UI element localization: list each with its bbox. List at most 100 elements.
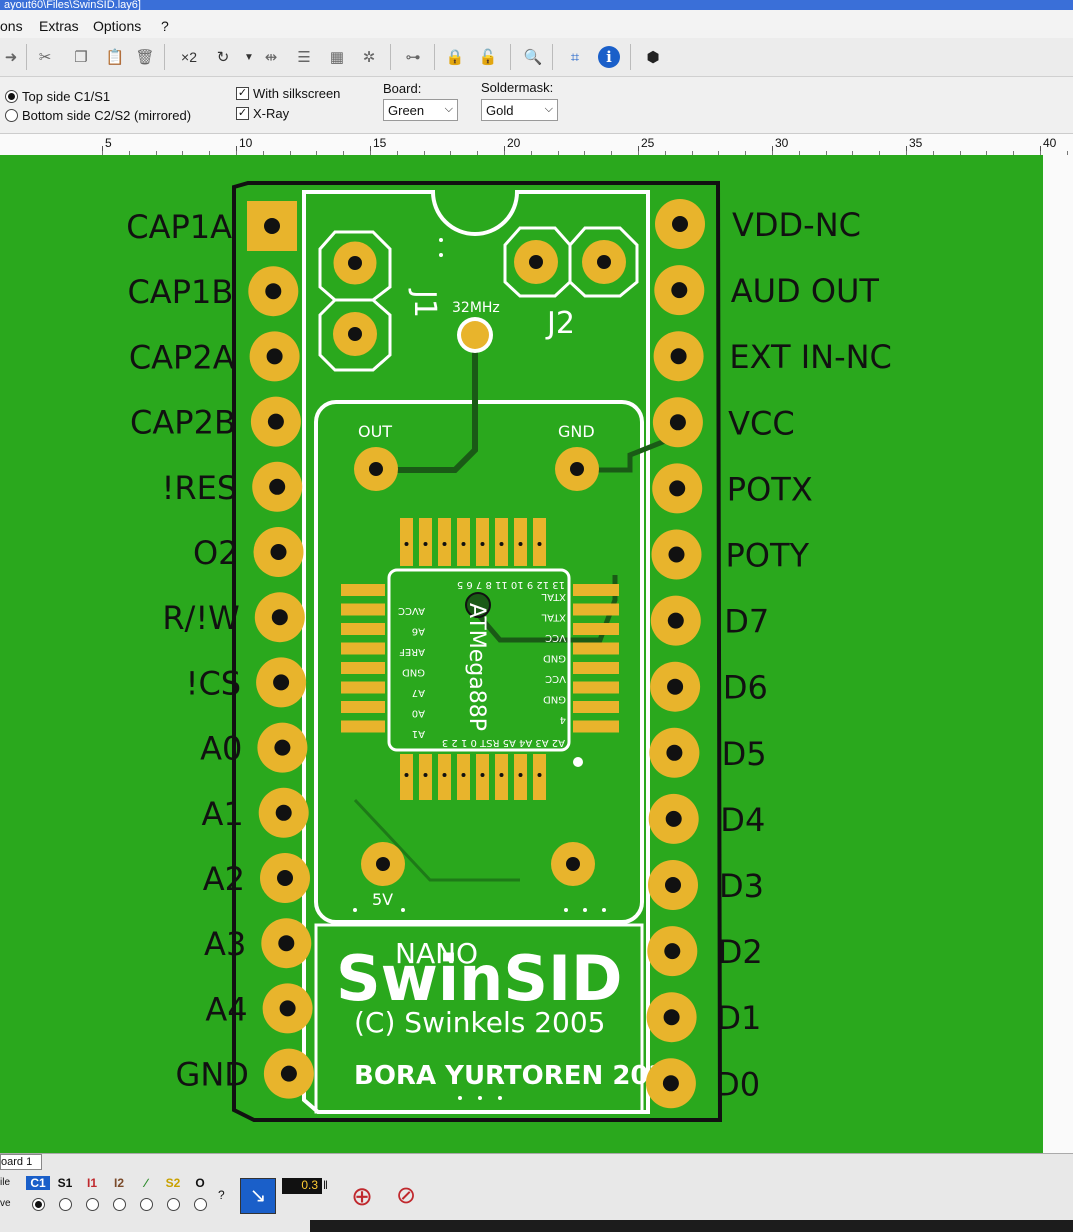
right-pin-label: AUD OUT	[731, 272, 880, 310]
cut-icon[interactable]: ✂	[38, 49, 52, 66]
layer-button[interactable]: I2	[113, 1176, 124, 1190]
radio-bottom-side-label: Bottom side C2/S2 (mirrored)	[22, 108, 192, 123]
grid-spin-icon[interactable]: ‖	[323, 1178, 328, 1192]
chip-pad	[573, 701, 619, 713]
no-connect-icon[interactable]: ⊘	[395, 1182, 417, 1209]
ruler-tick	[182, 151, 183, 156]
layer-button[interactable]: I1	[86, 1176, 97, 1190]
toolbar-separator	[630, 44, 631, 70]
checkbox-silkscreen[interactable]: ✓ With silkscreen	[236, 86, 340, 101]
j1-label: J1	[407, 288, 442, 318]
layer-button[interactable]: O	[195, 1176, 205, 1190]
ruler-tick	[156, 151, 157, 156]
layer-radio[interactable]	[86, 1198, 99, 1211]
info-icon[interactable]: i	[598, 46, 620, 68]
align-icon[interactable]: ☰	[297, 49, 311, 66]
ruler-tick	[316, 151, 317, 156]
pin-hole	[665, 877, 681, 893]
delete-icon[interactable]: 🗑	[135, 49, 155, 66]
ruler-tick	[611, 151, 612, 156]
tool-icon[interactable]: ↘	[240, 1178, 276, 1214]
menu-item-help[interactable]: ?	[161, 18, 169, 34]
crystal-pad[interactable]	[461, 321, 489, 349]
chip-pin-label: A1	[412, 728, 425, 739]
chevron-down-icon[interactable]: ▼	[244, 51, 254, 63]
ruler-tick	[665, 151, 666, 156]
layer-button[interactable]: S1	[57, 1176, 73, 1190]
lock-icon[interactable]: 🔒	[445, 49, 465, 66]
group-icon[interactable]: ▦	[329, 49, 345, 66]
layer-radio[interactable]	[59, 1198, 72, 1211]
pin-hole	[266, 348, 283, 365]
chip-pad	[573, 642, 619, 655]
right-pin-label: D4	[720, 801, 765, 839]
menu-item-ons[interactable]: ons	[0, 18, 23, 34]
chip-top-pins: 13 12 9 10 11 8 7 6 5	[457, 579, 565, 590]
toolbar-separator	[552, 44, 553, 70]
crosshair-icon[interactable]: ⊕	[351, 1181, 373, 1211]
pin-hole	[279, 1000, 296, 1017]
checkbox-silkscreen-label: With silkscreen	[253, 86, 341, 101]
toolbar-separator	[164, 44, 165, 70]
component-icon[interactable]: ✲	[362, 49, 376, 66]
chip-icon[interactable]: ⬢	[646, 49, 660, 66]
soldermask-select[interactable]: Gold ⌵	[481, 99, 558, 121]
layer-radio[interactable]	[113, 1198, 126, 1211]
layer-button[interactable]: C1	[26, 1176, 50, 1190]
right-pin-label: POTY	[726, 537, 810, 575]
pin-hole	[665, 810, 682, 827]
connect-icon[interactable]: ⊶	[405, 49, 421, 66]
ruler-tick	[692, 151, 693, 156]
chip-pad	[341, 584, 385, 596]
chip-pin-label: AVCC	[398, 605, 425, 616]
paste-icon[interactable]: 📋	[105, 49, 125, 66]
zoom-icon[interactable]: 🔍	[523, 49, 543, 66]
rotate-icon[interactable]: ↻	[216, 49, 230, 66]
x2-icon[interactable]: ×2	[181, 49, 197, 65]
layer-help[interactable]: ?	[218, 1188, 225, 1202]
layer-icon[interactable]: ∕	[144, 1176, 147, 1190]
chip-pad	[341, 623, 385, 635]
copy-icon[interactable]: ❐	[74, 49, 88, 66]
layer-radio[interactable]	[194, 1198, 207, 1211]
logo-outline	[314, 923, 644, 1114]
board-tab[interactable]: oard 1	[0, 1154, 42, 1170]
menu-item-extras[interactable]: Extras	[39, 18, 79, 34]
layer-button[interactable]: S2	[165, 1176, 181, 1190]
j2-header[interactable]	[503, 226, 639, 298]
chip-pin1-marker	[465, 592, 491, 618]
mirror-icon[interactable]: ⇹	[264, 49, 278, 66]
grid-value[interactable]: 0.3	[282, 1178, 322, 1194]
logo-author: BORA YURTOREN 2022	[354, 1061, 685, 1091]
right-pin-label: D6	[723, 669, 768, 707]
j1-header[interactable]	[318, 230, 392, 372]
unlock-icon[interactable]: 🔓	[478, 49, 498, 66]
menu-item-options[interactable]: Options	[93, 18, 142, 34]
ruler-tick	[290, 151, 291, 156]
chip-pin-label: A6	[412, 626, 425, 637]
layer-radio[interactable]	[32, 1198, 45, 1211]
ruler-tick	[209, 151, 210, 156]
pin-hole	[662, 1075, 679, 1092]
checkbox-xray[interactable]: ✓ X-Ray	[236, 106, 289, 121]
chip-bottom-pins: A2 A3 A4 A5 RST 0 1 2 3	[442, 737, 565, 748]
pcb-canvas[interactable]: J1 J2 32MHz OUT GND ATMega88P 13 12 9 10…	[0, 155, 1043, 1153]
chip-pin-label: VCC	[545, 632, 566, 643]
pin-hole	[666, 744, 683, 761]
layer-radio[interactable]	[167, 1198, 180, 1211]
radio-top-side[interactable]: Top side C1/S1	[5, 89, 110, 104]
pin-hole	[277, 870, 293, 886]
board-select[interactable]: Green ⌵	[383, 99, 458, 121]
radio-bottom-side[interactable]: Bottom side C2/S2 (mirrored)	[5, 108, 191, 123]
chip-pad	[573, 662, 619, 674]
status-row-label: ile	[0, 1177, 11, 1188]
ruler-tick	[424, 151, 425, 156]
layer-radio[interactable]	[140, 1198, 153, 1211]
chip-pin-label: A7	[412, 687, 425, 698]
arrow-icon[interactable]: ➜	[4, 49, 18, 66]
right-pin-label: VDD-NC	[732, 206, 861, 244]
radio-dot	[5, 109, 18, 122]
pin-hole	[275, 804, 292, 821]
crop-icon[interactable]: ⌗	[570, 48, 580, 66]
